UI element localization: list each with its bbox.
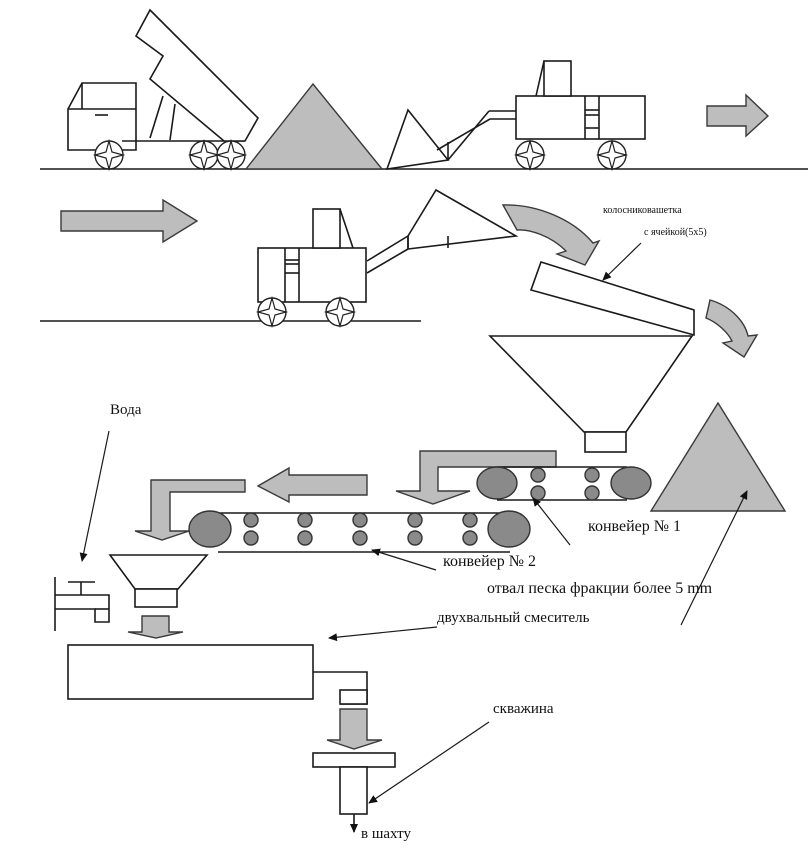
truck-dump-body bbox=[134, 8, 259, 142]
well-collar bbox=[312, 752, 396, 768]
grate-pointer bbox=[602, 242, 642, 281]
twin-shaft-mixer bbox=[67, 644, 368, 705]
well bbox=[312, 752, 396, 833]
truck-wheel-rear-1 bbox=[187, 138, 221, 172]
water-label: Вода bbox=[110, 402, 142, 418]
conveyor-1 bbox=[476, 466, 652, 501]
loader-2-wheel-rear bbox=[255, 295, 289, 329]
water-tap bbox=[54, 577, 110, 631]
sand-pile bbox=[244, 82, 384, 170]
flow-arrow-down-to-well bbox=[326, 708, 383, 750]
loader-2-cab bbox=[312, 208, 341, 249]
conveyor-1-drum-right bbox=[610, 466, 652, 500]
truck-cab bbox=[67, 82, 137, 151]
loader-1-cab bbox=[543, 60, 572, 97]
dump-truck bbox=[67, 8, 259, 172]
conveyor-2-drum-right bbox=[487, 510, 531, 548]
loader-2-wheel-front bbox=[323, 295, 357, 329]
conveyor-2-label: конвейер № 2 bbox=[443, 553, 536, 570]
truck-wheel-front bbox=[92, 138, 126, 172]
sand-dump-label: отвал песка фракции более 5 mm bbox=[487, 580, 713, 597]
mixer-pointer bbox=[328, 626, 438, 642]
oversize-sand-dump bbox=[649, 401, 787, 512]
conveyor-1-pointer bbox=[532, 497, 571, 546]
truck-wheel-rear-2 bbox=[214, 138, 248, 172]
conveyor-2 bbox=[188, 510, 531, 553]
flow-arrow-down-to-hopper bbox=[134, 479, 246, 541]
well-pointer bbox=[368, 721, 490, 804]
conveyor-1-drum-left bbox=[476, 466, 518, 500]
grate-label-line2: с ячейкой(5х5) bbox=[644, 227, 707, 238]
loader-2-body bbox=[257, 247, 367, 303]
loader-1-wheel-rear bbox=[513, 138, 547, 172]
sand-dump-pointer bbox=[680, 490, 748, 626]
flow-arrow-down-to-mixer bbox=[127, 615, 184, 639]
flow-arrow-right-second bbox=[60, 198, 199, 244]
water-pointer bbox=[79, 430, 110, 562]
mixer-outlet bbox=[339, 689, 368, 705]
receiving-hopper bbox=[108, 554, 209, 608]
front-loader-1 bbox=[385, 60, 646, 172]
curved-flow-arrow-to-grate bbox=[501, 204, 601, 266]
well-label: скважина bbox=[493, 701, 554, 717]
flow-arrow-right-top bbox=[706, 93, 770, 138]
receiving-hopper-outlet bbox=[134, 588, 178, 608]
conveyor-2-pointer bbox=[371, 548, 437, 571]
truck-lift-ram-1 bbox=[149, 95, 164, 139]
loader-1-wheel-front bbox=[595, 138, 629, 172]
conveyor-1-label: конвейер № 1 bbox=[588, 518, 681, 535]
front-loader-2 bbox=[255, 188, 519, 329]
mixer-label: двухвальный смеситель bbox=[437, 610, 590, 626]
grate-label-line1: колосниковашетка bbox=[603, 205, 682, 216]
mixer-body bbox=[67, 644, 314, 700]
flow-arrow-left bbox=[256, 466, 368, 504]
hopper-funnel bbox=[488, 335, 694, 433]
receiving-hopper-funnel bbox=[108, 554, 209, 590]
truck-lift-ram-2 bbox=[169, 103, 176, 141]
loader-1-bucket bbox=[385, 108, 450, 170]
curved-flow-arrow-to-dump bbox=[705, 299, 759, 358]
hopper bbox=[488, 335, 694, 453]
well-shaft bbox=[339, 766, 368, 815]
conveyor-2-drum-left bbox=[188, 510, 232, 548]
hopper-outlet bbox=[584, 431, 627, 453]
loader-2-bucket bbox=[407, 188, 519, 250]
loader-1-body bbox=[515, 95, 646, 140]
to-mine-label: в шахту bbox=[361, 826, 412, 842]
grate bbox=[529, 261, 695, 337]
